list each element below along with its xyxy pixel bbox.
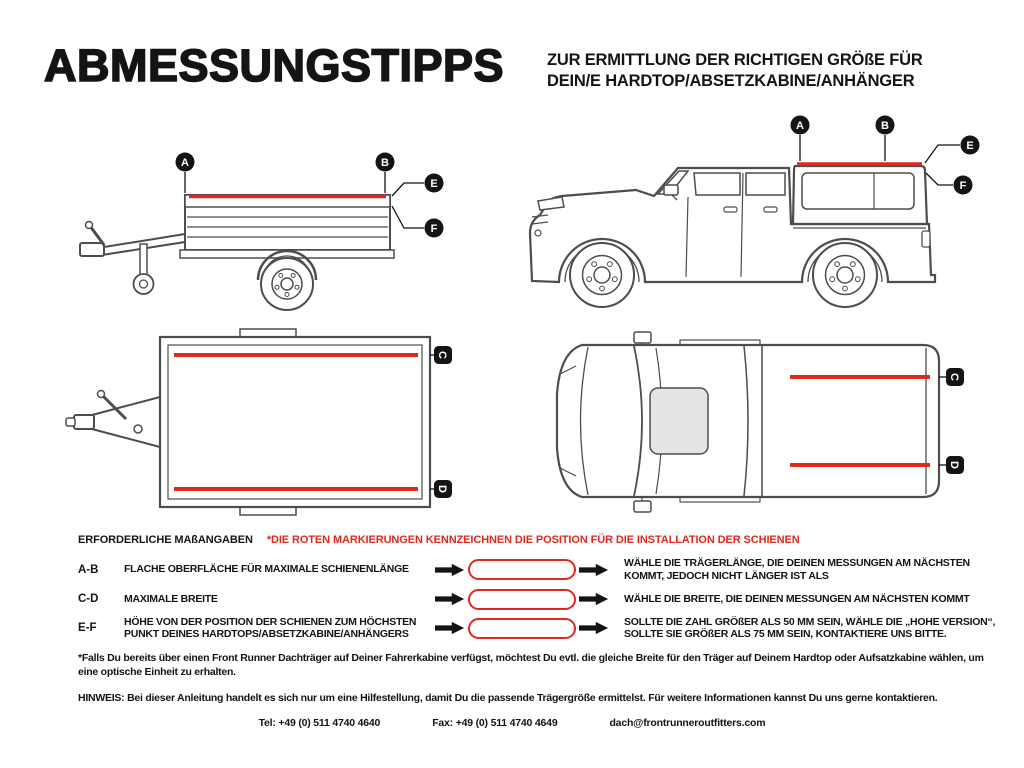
measurement-guidance: WÄHLE DIE TRÄGERLÄNGE, DIE DEINEN MESSUN… <box>624 557 970 582</box>
truck-sunroof <box>649 387 709 455</box>
measurement-range-label: C-D <box>78 593 99 606</box>
measurement-row-cd: C-D MAXIMALE BREITE WÄHLE DIE BREITE, DI… <box>78 588 1010 610</box>
measure-point-d-badge: D <box>430 480 452 498</box>
trailer-top-drawbar <box>65 389 161 448</box>
measure-point-f-badge: F <box>925 172 973 195</box>
measure-point-b-badge: B <box>875 115 895 161</box>
measurement-guidance: WÄHLE DIE BREITE, DIE DEINEN MESSUNGEN A… <box>624 592 970 605</box>
page-subtitle-line2: DEIN/E HARDTOP/ABSETZKABINE/ANHÄNGER <box>547 72 915 91</box>
measurement-description: FLACHE OBERFLÄCHE FÜR MAXIMALE SCHIENENL… <box>124 563 409 576</box>
measure-point-b-badge: B <box>375 152 395 193</box>
trailer-side-illustration: A B E F <box>79 152 444 311</box>
trailer-side-view-diagram: A B E F <box>40 112 450 317</box>
svg-text:A: A <box>181 157 189 169</box>
svg-text:F: F <box>431 223 438 235</box>
measure-point-d-badge: D <box>939 456 964 474</box>
measurement-value-field <box>468 559 576 581</box>
measurements-table: A-B FLACHE OBERFLÄCHE FÜR MAXIMALE SCHIE… <box>78 557 1010 647</box>
arrow-right-icon <box>432 621 468 635</box>
arrow-right-icon <box>576 563 612 577</box>
truck-canopy <box>791 164 929 226</box>
measurement-range-label: A-B <box>78 563 99 576</box>
measure-point-e-badge: E <box>391 173 444 197</box>
measure-point-a-badge: A <box>790 115 810 161</box>
svg-text:F: F <box>960 180 967 192</box>
page-subtitle-line1: ZUR ERMITTLUNG DER RICHTIGEN GRÖßE FÜR <box>547 51 923 69</box>
truck-top-body <box>555 331 941 513</box>
measurement-guidance: SOLLTE DIE ZAHL GRÖßER ALS 50 MM SEIN, W… <box>624 615 996 641</box>
trailer-top-view-diagram: C D <box>62 325 482 520</box>
page-title: ABMESSUNGSTIPPS <box>43 39 505 92</box>
arrow-right-icon <box>432 563 468 577</box>
truck-side-view-diagram: A B E F <box>502 105 982 315</box>
asterisk-footnote: *Falls Du bereits über einen Front Runne… <box>78 652 984 678</box>
page-subtitle: ZUR ERMITTLUNG DER RICHTIGEN GRÖßE FÜR D… <box>547 50 977 92</box>
measurement-description: MAXIMALE BREITE <box>124 592 218 605</box>
measurement-value-field <box>468 617 576 639</box>
svg-text:B: B <box>381 157 389 169</box>
red-markings-note: *DIE ROTEN MARKIERUNGEN KENNZEICHNEN DIE… <box>266 534 800 546</box>
measurements-heading: ERFORDERLICHE MAßANGABEN <box>78 534 253 546</box>
truck-front-wheel <box>569 242 635 308</box>
truck-top-view-diagram: C D <box>540 330 990 520</box>
trailer-drawbar <box>79 220 186 295</box>
trailer-top-bed <box>158 328 432 516</box>
measure-point-c-badge: C <box>939 368 964 386</box>
truck-side-illustration: A B E F <box>528 115 980 308</box>
arrow-right-icon <box>576 592 612 606</box>
hinweis-note: HINWEIS: Bei dieser Anleitung handelt es… <box>78 692 938 704</box>
measurement-range-label: E-F <box>78 622 97 635</box>
trailer-wheel <box>260 257 314 311</box>
svg-text:D: D <box>436 485 448 493</box>
measurements-heading-row: ERFORDERLICHE MAßANGABEN *DIE ROTEN MARK… <box>78 534 800 546</box>
svg-text:B: B <box>881 120 889 132</box>
svg-text:E: E <box>430 178 437 190</box>
arrow-right-icon <box>576 621 612 635</box>
measure-point-e-badge: E <box>924 135 980 164</box>
svg-text:E: E <box>966 140 973 152</box>
measure-point-f-badge: F <box>391 205 444 238</box>
measure-point-a-badge: A <box>175 152 195 193</box>
contact-fax: Fax: +49 (0) 511 4740 4649 <box>432 717 558 729</box>
measurement-value-field <box>468 588 576 610</box>
contact-line: Tel: +49 (0) 511 4740 4640 Fax: +49 (0) … <box>0 717 1024 729</box>
measurement-row-ab: A-B FLACHE OBERFLÄCHE FÜR MAXIMALE SCHIE… <box>78 557 1010 583</box>
measure-point-c-badge: C <box>430 346 452 364</box>
svg-text:A: A <box>796 120 804 132</box>
truck-top-illustration: C D <box>555 331 964 513</box>
svg-text:D: D <box>948 461 960 469</box>
measurement-description: HÖHE VON DER POSITION DER SCHIENEN ZUM H… <box>124 615 417 641</box>
contact-tel: Tel: +49 (0) 511 4740 4640 <box>258 717 381 729</box>
arrow-right-icon <box>432 592 468 606</box>
truck-body <box>528 166 937 284</box>
truck-rear-wheel <box>812 242 878 308</box>
svg-text:C: C <box>948 373 960 381</box>
measurement-row-ef: E-F HÖHE VON DER POSITION DER SCHIENEN Z… <box>78 616 1010 642</box>
trailer-top-illustration: C D <box>65 328 452 516</box>
svg-text:C: C <box>436 351 448 359</box>
contact-email: dach@frontrunneroutfitters.com <box>609 717 766 729</box>
trailer-box <box>179 194 395 259</box>
